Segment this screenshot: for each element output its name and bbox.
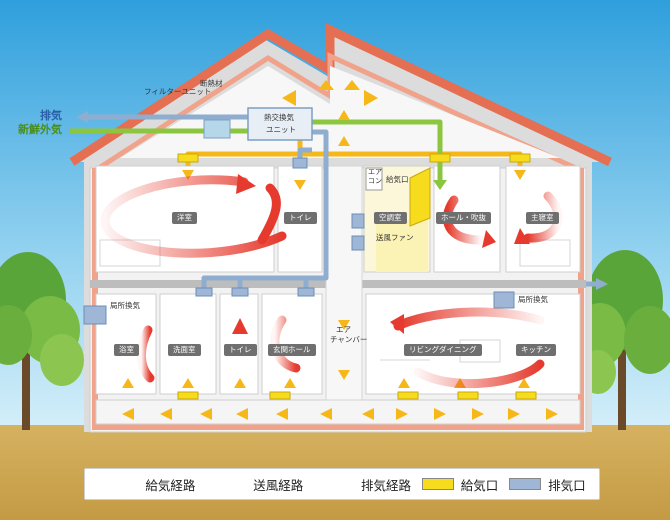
hrv-unit-label-2: ユニット <box>266 125 296 134</box>
tree-left <box>0 252 84 430</box>
legend-exhaust-route: 排気経路 <box>314 475 411 494</box>
exhaust-ports <box>83 157 515 325</box>
supply-port-label: 給気口 <box>386 175 409 184</box>
exhaust-arrow-right <box>596 278 608 290</box>
underfloor-arrows <box>122 408 558 420</box>
room-ac: 空調室 <box>374 212 407 224</box>
insulation-label: 断熱材 <box>200 79 223 88</box>
local-vent-left-label: 局所換気 <box>110 301 140 310</box>
legend-supply-port: 給気口 <box>421 475 499 494</box>
legend-exhaust-route-label: 排気経路 <box>360 477 411 493</box>
air-chamber-label-1: エア <box>336 325 351 334</box>
air-chamber-label-2: チャンバー <box>330 335 368 344</box>
room-hall-atrium: ホール・吹抜 <box>436 212 491 224</box>
blower-fan-label: 送風ファン <box>376 233 414 242</box>
ac-room <box>365 167 431 272</box>
legend-supply-port-label: 給気口 <box>460 477 499 493</box>
legend: 給気経路 送風経路 排気経路 給気口 排気口 <box>84 468 600 500</box>
room-western: 洋室 <box>172 212 197 224</box>
legend-blow-route: 送風経路 <box>206 475 303 494</box>
exhaust-arrow-left <box>76 111 88 123</box>
circulation-arrowheads <box>232 174 530 334</box>
air-chamber-column <box>325 165 363 401</box>
exhaust-port-swatch <box>509 478 542 490</box>
supply-ports <box>177 153 537 400</box>
aircon-label-1: エア <box>368 168 382 176</box>
room-entrance-hall: 玄関ホール <box>268 344 316 356</box>
legend-blow-route-label: 送風経路 <box>253 477 304 493</box>
room-master-bedroom: 主寝室 <box>526 212 559 224</box>
exhaust-route <box>84 114 604 290</box>
room-toilet-lower: トイレ <box>224 344 257 356</box>
fresh-air-label: 新鮮外気 <box>18 123 62 136</box>
supply-port-swatch <box>421 478 454 490</box>
local-vent-right-label: 局所換気 <box>518 295 548 304</box>
room-toilet-upper: トイレ <box>284 212 317 224</box>
legend-exhaust-port-label: 排気口 <box>548 477 586 493</box>
legend-supply-route-label: 給気経路 <box>145 477 196 493</box>
room-kitchen: キッチン <box>516 344 556 356</box>
room-living-dining: リビングダイニング <box>404 344 482 356</box>
hrv-unit-label-1: 熱交換気 <box>264 113 294 122</box>
legend-supply-route: 給気経路 <box>98 475 195 494</box>
circulation-arrows <box>100 175 563 389</box>
hrv-unit <box>203 107 313 141</box>
exhaust-label: 排気 <box>40 109 62 122</box>
room-washroom: 洗面室 <box>168 344 201 356</box>
filter-unit-label: フィルターユニット <box>144 87 212 96</box>
legend-exhaust-port: 排気口 <box>509 475 586 494</box>
room-bathroom: 浴室 <box>114 344 139 356</box>
blow-arrows <box>182 80 526 420</box>
aircon-label-2: コン <box>368 177 382 185</box>
